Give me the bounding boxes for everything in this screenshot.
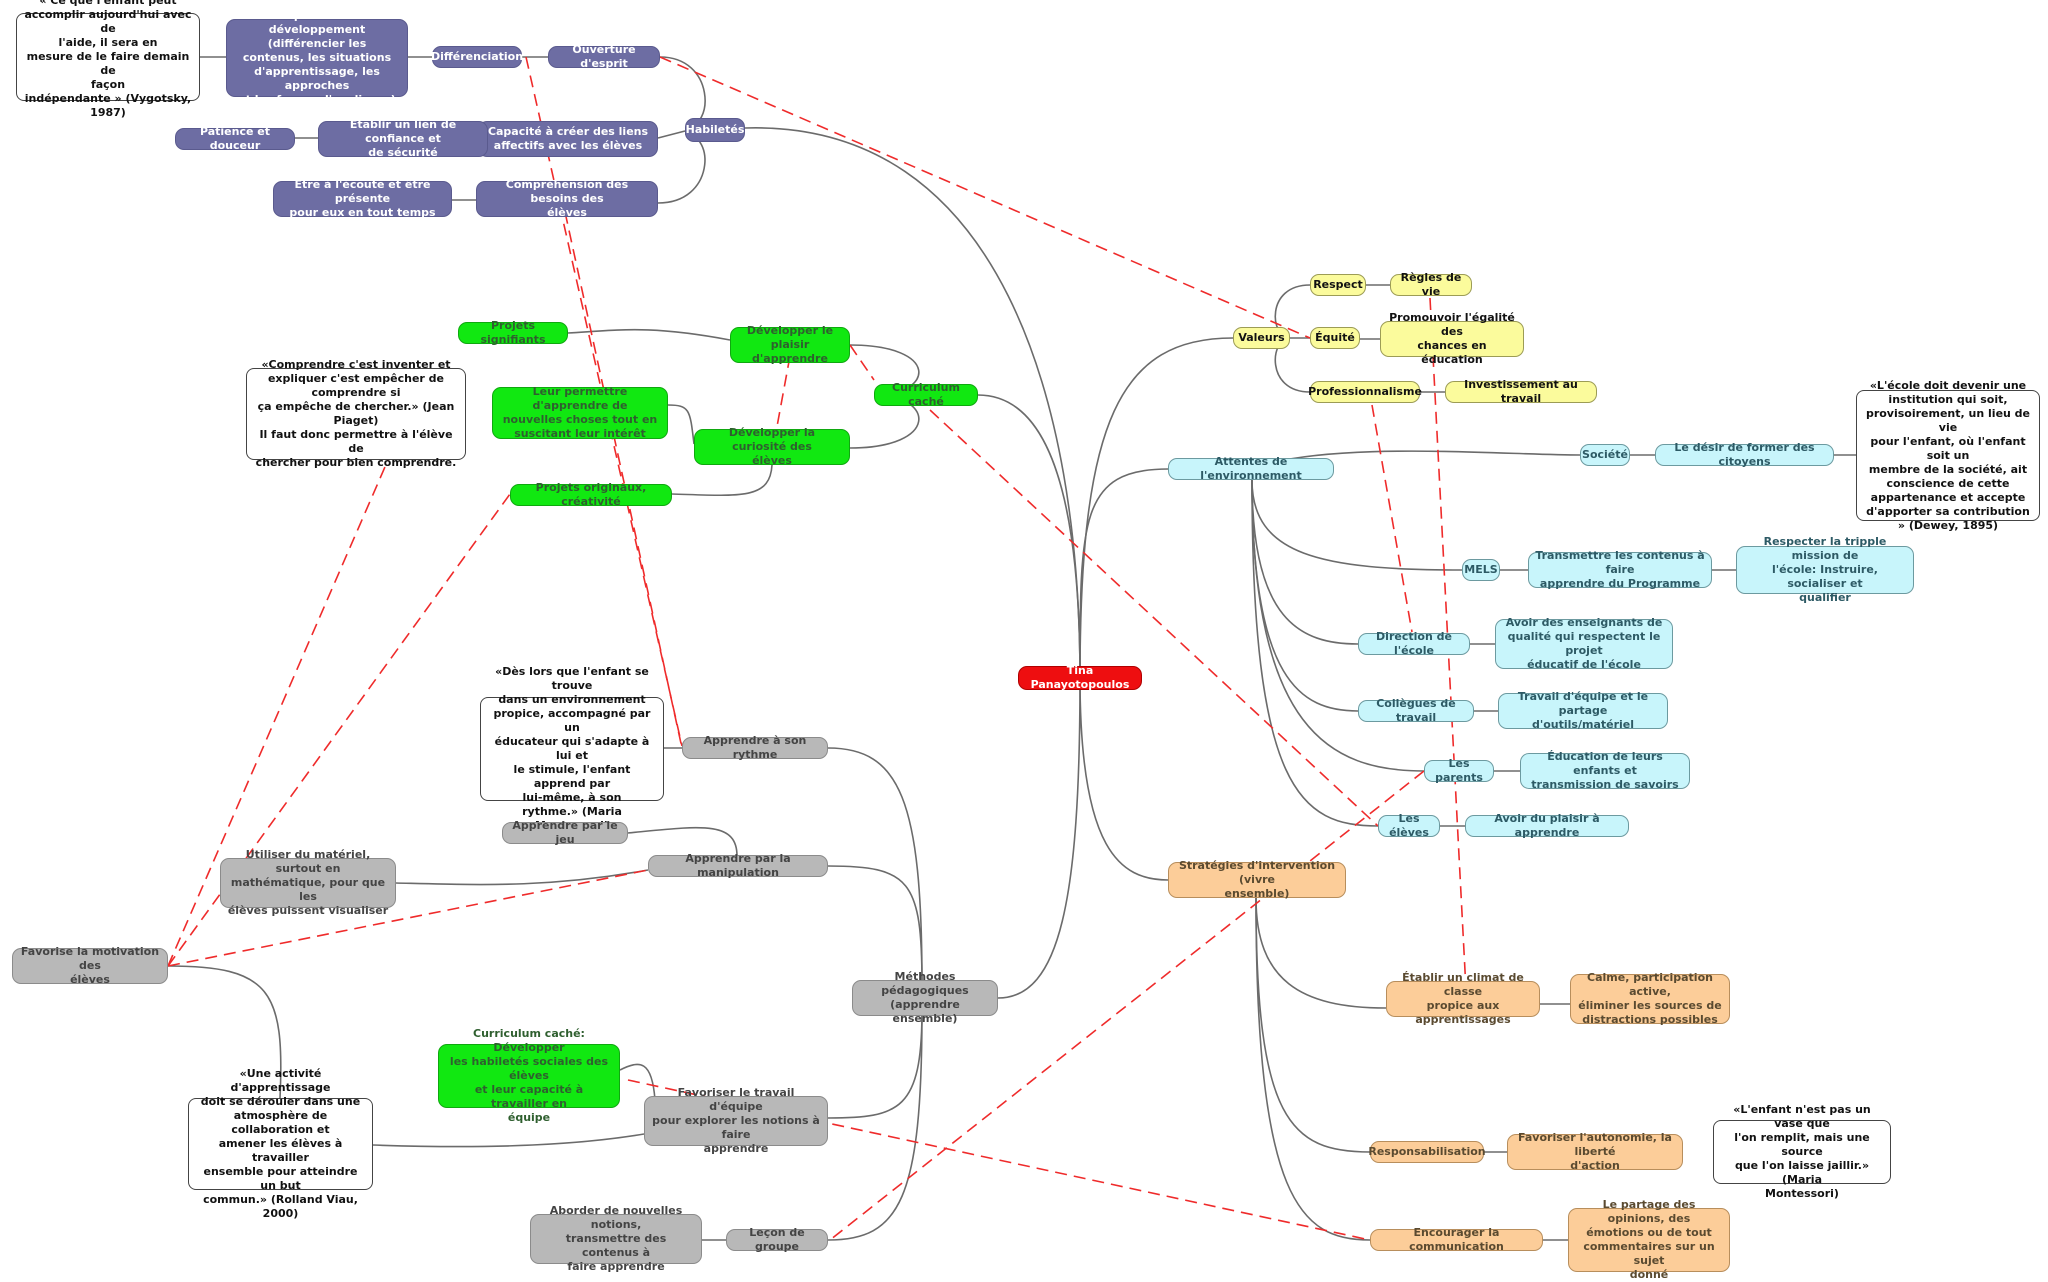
node-travail-equipe[interactable]: Favoriser le travail d'équipe pour explo…: [644, 1086, 828, 1155]
node-habiletes[interactable]: Habiletés: [685, 118, 745, 142]
node-patience[interactable]: Patience et douceur: [175, 125, 295, 152]
rel-travail-communication: [627, 1079, 1371, 1241]
node-collegues-travail[interactable]: Collègues de travail: [1358, 697, 1474, 724]
link-attentes-eleves: [1251, 479, 1379, 827]
link-center-methodes: [997, 677, 1081, 999]
link-travail-curriculum: [619, 1063, 656, 1101]
node-enseignants-qualite[interactable]: Avoir des enseignants de qualité qui res…: [1495, 616, 1673, 671]
rel-ouverture-equite: [659, 56, 1311, 339]
link-center-valeurs: [1079, 337, 1234, 679]
node-projets-signifiants[interactable]: Projets signifiants: [458, 319, 568, 346]
node-les-eleves[interactable]: Les élèves: [1378, 812, 1440, 839]
link-motivation-viau: [167, 965, 282, 1099]
link-center-strategies: [1079, 677, 1169, 881]
rel-motivation-manipulation: [167, 869, 649, 967]
node-investissement[interactable]: Investissement au travail: [1445, 378, 1597, 405]
node-aborder-notions[interactable]: Aborder de nouvelles notions, transmettr…: [530, 1204, 702, 1273]
node-attentes-environnement[interactable]: Attentes de l'environnement: [1168, 455, 1334, 482]
node-promouvoir-egalite[interactable]: Promouvoir l'égalité des chances en éduc…: [1380, 311, 1524, 366]
node-utiliser-materiel[interactable]: Utiliser du matériel, surtout en mathéma…: [220, 848, 396, 917]
link-curiosite-permettre: [667, 404, 695, 445]
node-methodes-pedagogiques[interactable]: Méthodes pédagogiques (apprendre ensembl…: [852, 970, 998, 1025]
node-permettre-apprendre[interactable]: Leur permettre d'apprendre de nouvelles …: [492, 385, 668, 440]
rel-comprehension-rythme: [564, 211, 683, 749]
link-attentes-mels: [1251, 479, 1463, 571]
node-valeurs[interactable]: Valeurs: [1233, 327, 1290, 349]
quote-montessori-vase: «L'enfant n'est pas un vase que l'on rem…: [1713, 1103, 1891, 1200]
node-education-enfants[interactable]: Éducation de leurs enfants et transmissi…: [1520, 750, 1690, 791]
link-habiletes-capacite: [657, 130, 686, 139]
rel-plaisir-curriculum: [849, 344, 875, 381]
node-projets-originaux[interactable]: Projets originaux, créativité: [510, 481, 672, 508]
link-strategies-climat: [1255, 897, 1387, 1009]
node-ouverture-esprit[interactable]: Ouverture d'esprit: [548, 43, 660, 70]
node-equite[interactable]: Équité: [1310, 327, 1360, 349]
link-methodes-manipulation: [827, 865, 923, 986]
quote-piaget: «Comprendre c'est inventer et expliquer …: [246, 358, 466, 469]
link-travail-viau: [372, 1133, 645, 1148]
central-topic[interactable]: Tina Panayotopoulos: [1018, 664, 1142, 691]
node-respect[interactable]: Respect: [1310, 274, 1366, 296]
link-habiletes-comprehension: [657, 133, 706, 204]
rel-prof-direction: [1371, 404, 1413, 633]
node-lien-confiance[interactable]: Établir un lien de confiance et de sécur…: [318, 118, 488, 159]
node-curriculum-habiletes-sociales[interactable]: Curriculum caché: Développer les habilet…: [438, 1027, 620, 1124]
node-calme-participation[interactable]: Calme, participation active, éliminer le…: [1570, 971, 1730, 1026]
link-center-attentes: [1079, 468, 1169, 679]
node-apprendre-jeu[interactable]: Apprendre par le jeu: [502, 819, 628, 846]
link-methodes-rythme: [827, 747, 923, 986]
node-avoir-plaisir[interactable]: Avoir du plaisir à apprendre: [1465, 812, 1629, 839]
node-professionnalisme[interactable]: Professionnalisme: [1308, 381, 1422, 403]
link-manipulation-materiel: [395, 869, 649, 886]
link-curiosite-originaux: [671, 464, 773, 497]
node-responsabilisation[interactable]: Responsabilisation: [1368, 1141, 1486, 1163]
link-plaisir-signifiants: [567, 328, 731, 341]
node-encourager-communication[interactable]: Encourager la communication: [1370, 1226, 1543, 1253]
node-desir-citoyens[interactable]: Le désir de former des citoyens: [1655, 441, 1834, 468]
link-attentes-collegues: [1251, 479, 1359, 712]
node-societe[interactable]: Société: [1580, 444, 1630, 466]
node-apprendre-manipulation[interactable]: Apprendre par la manipulation: [648, 852, 828, 879]
link-attentes-parents: [1251, 479, 1425, 772]
quote-vygotsky: « Ce que l'enfant peut accomplir aujourd…: [16, 0, 200, 119]
node-apprendre-rythme[interactable]: Apprendre à son rythme: [682, 734, 828, 761]
rel-motivation-piaget: [167, 436, 399, 967]
rel-curriculum-eleves: [929, 409, 1379, 827]
node-capacite-liens[interactable]: Capacité à créer des liens affectifs ave…: [478, 121, 658, 157]
node-zone-proximale[interactable]: Zone proximale de développement (différe…: [226, 9, 408, 106]
node-curriculum-cache[interactable]: Curriculum caché: [874, 381, 978, 408]
node-partage-opinions[interactable]: Le partage des opinions, des émotions ou…: [1568, 1198, 1730, 1281]
node-climat-classe[interactable]: Établir un climat de classe propice aux …: [1386, 971, 1540, 1026]
link-methodes-lecon: [827, 1009, 923, 1241]
link-attentes-direction: [1251, 479, 1359, 645]
node-comprehension-besoins[interactable]: Compréhension des besoins des élèves: [476, 178, 658, 219]
quote-dewey: «L'école doit devenir une institution qu…: [1856, 379, 2040, 532]
quote-montessori-rythme: «Dès lors que l'enfant se trouve dans un…: [480, 665, 664, 832]
rel-parents-lecon: [829, 770, 1425, 1241]
node-regles-vie[interactable]: Règles de vie: [1390, 271, 1472, 298]
node-transmettre-contenus[interactable]: Transmettre les contenus à faire apprend…: [1528, 549, 1712, 590]
quote-viau: «Une activité d'apprentissage doit se dé…: [188, 1067, 373, 1220]
link-strategies-communication: [1255, 897, 1371, 1241]
node-lecon-groupe[interactable]: Leçon de groupe: [726, 1226, 828, 1253]
node-autonomie[interactable]: Favoriser l'autonomie, la liberté d'acti…: [1507, 1131, 1683, 1172]
rel-plaisir-curiosite: [775, 355, 791, 433]
node-les-parents[interactable]: Les parents: [1424, 757, 1494, 784]
node-favorise-motivation[interactable]: Favorise la motivation des élèves: [12, 945, 168, 986]
node-travail-equipe-partage[interactable]: Travail d'équipe et le partage d'outils/…: [1498, 690, 1668, 731]
node-ecoute[interactable]: Être à l'écoute et être présente pour eu…: [273, 178, 452, 219]
link-methodes-travail: [827, 1009, 923, 1119]
node-strategies-intervention[interactable]: Stratégies d'intervention (vivre ensembl…: [1168, 859, 1346, 900]
node-curiosite[interactable]: Développer la curiosité des élèves: [694, 426, 850, 467]
link-strategies-respons: [1255, 897, 1371, 1153]
node-triple-mission[interactable]: Respecter la tripple mission de l'école:…: [1736, 535, 1914, 604]
node-plaisir-apprendre[interactable]: Développer le plaisir d'apprendre: [730, 324, 850, 365]
node-mels[interactable]: MELS: [1462, 559, 1500, 581]
link-center-curriculum: [977, 394, 1081, 679]
link-manipulation-jeu: [627, 826, 738, 857]
node-differenciation[interactable]: Différenciation: [431, 46, 523, 68]
node-direction-ecole[interactable]: Direction de l'école: [1358, 630, 1470, 657]
